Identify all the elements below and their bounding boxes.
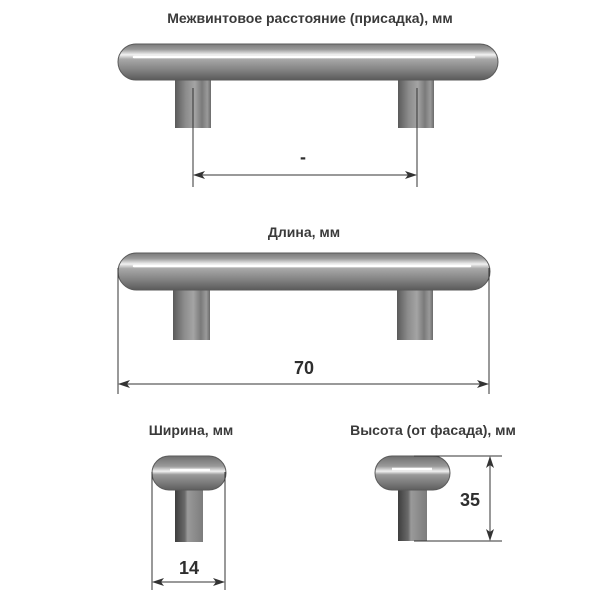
width-dimension-line: [151, 472, 226, 590]
spacing-dimension-line: [192, 88, 418, 187]
width-value: 14: [178, 558, 200, 578]
handle-width-view: [151, 455, 227, 542]
handle-length-view: [117, 252, 491, 340]
height-title: Высота (от фасада), мм: [350, 422, 516, 438]
width-title: Ширина, мм: [148, 422, 234, 438]
length-title: Длина, мм: [267, 224, 341, 240]
length-value: 70: [293, 358, 315, 378]
spacing-value: -: [300, 147, 306, 167]
handle-height-view: [374, 455, 451, 541]
height-dimension-line: [414, 455, 502, 542]
height-value: 35: [459, 490, 481, 510]
length-dimension-line: [117, 268, 490, 394]
handle-top-view-spacing: [117, 43, 499, 128]
spacing-title: Межвинтовое расстояние (присадка), мм: [167, 10, 453, 26]
